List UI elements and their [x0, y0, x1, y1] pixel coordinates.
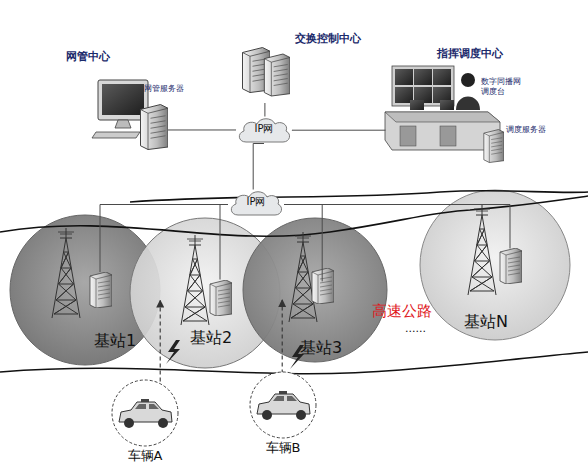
nms-center: 网管中心网管服务器: [60, 50, 195, 160]
base-station: 基站N: [420, 190, 570, 340]
base-station: 基站2: [130, 218, 280, 368]
radio-link: [160, 301, 161, 382]
node-note: 数字同播网调度台: [481, 77, 525, 96]
network-link: [292, 130, 386, 131]
node-title: 车辆A: [128, 448, 163, 464]
ip-cloud: IP网: [236, 115, 292, 145]
road-label: 高速公路: [372, 302, 432, 320]
node-title: IP网: [255, 123, 274, 135]
ellipsis-label: ......: [405, 322, 426, 335]
node-title: 网管中心: [66, 50, 110, 63]
network-link: [264, 103, 265, 117]
network-link: [284, 205, 510, 249]
node-note: 网管服务器: [144, 84, 184, 94]
network-link: [220, 205, 228, 280]
node-title: 交换控制中心: [295, 32, 361, 45]
radio-link: [282, 300, 283, 374]
node-title: 基站3: [300, 338, 342, 357]
vehicle: 车辆B: [243, 370, 323, 460]
vehicle: 车辆A: [105, 378, 185, 466]
network-link: [284, 205, 322, 282]
base-station: 基站1: [10, 215, 160, 365]
dispatch-center: 指挥调度中心数字同播网调度台调度服务器: [375, 45, 550, 165]
node-title: 指挥调度中心: [437, 47, 503, 60]
node-title: 基站1: [94, 331, 136, 350]
node-title: IP网: [247, 196, 266, 208]
network-link: [168, 129, 236, 130]
network-link: [100, 205, 228, 273]
ip-cloud: IP网: [228, 188, 284, 218]
node-title: 基站N: [464, 312, 508, 331]
node-title: 基站2: [190, 328, 232, 347]
switch-center: 交换控制中心: [235, 28, 365, 103]
network-link: [253, 144, 264, 190]
node-note: 调度服务器: [506, 125, 546, 135]
base-station: 基站3: [243, 218, 387, 362]
node-title: 车辆B: [266, 440, 301, 456]
